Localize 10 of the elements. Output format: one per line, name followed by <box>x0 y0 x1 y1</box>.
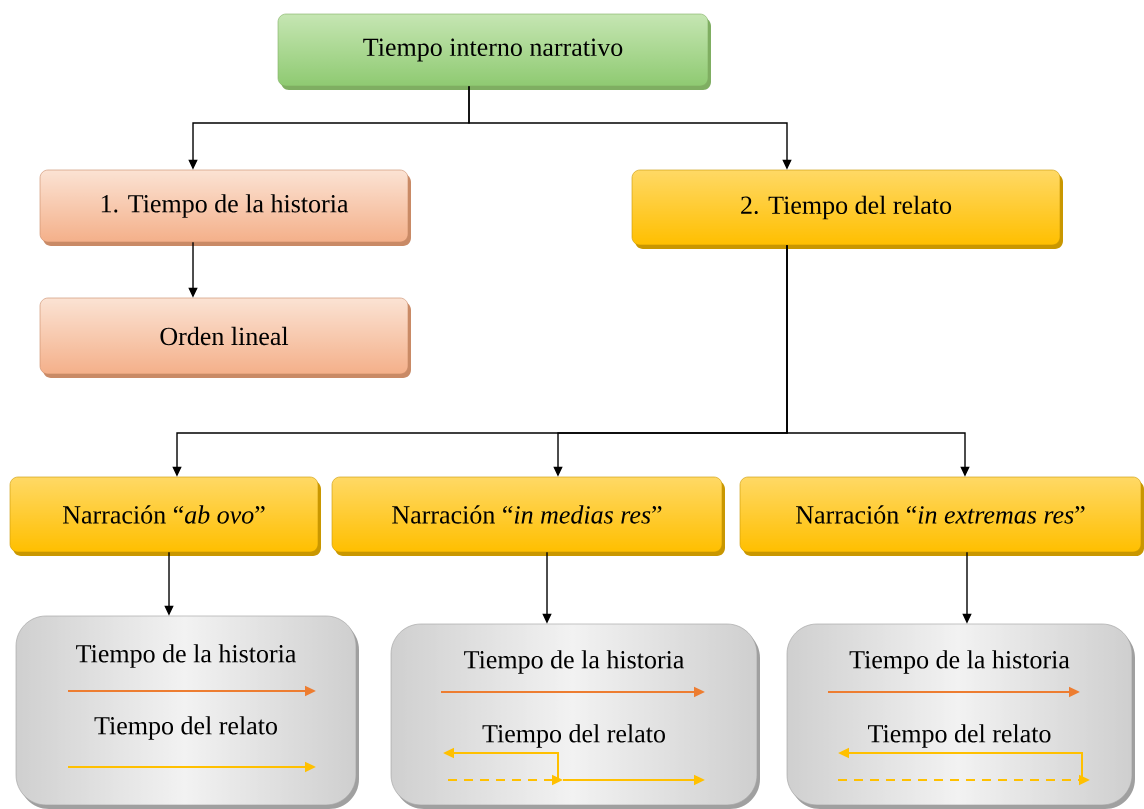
title-box: Tiempo interno narrativo <box>277 13 711 90</box>
timeline-box: Tiempo de la historia Tiempo del relato <box>786 623 1135 809</box>
category-box: Orden lineal <box>39 297 411 378</box>
category-box: 2. Tiempo del relato <box>631 169 1063 249</box>
category-box: Narración “in medias res” <box>331 476 725 556</box>
category-box: 1. Tiempo de la historia <box>39 169 411 246</box>
category-box: Narración “ab ovo” <box>9 476 321 556</box>
timeline-box: Tiempo de la historia Tiempo del relato <box>15 615 359 809</box>
timeline-box: Tiempo de la historia Tiempo del relato <box>390 623 760 809</box>
category-box: Narración “in extremas res” <box>739 476 1144 556</box>
